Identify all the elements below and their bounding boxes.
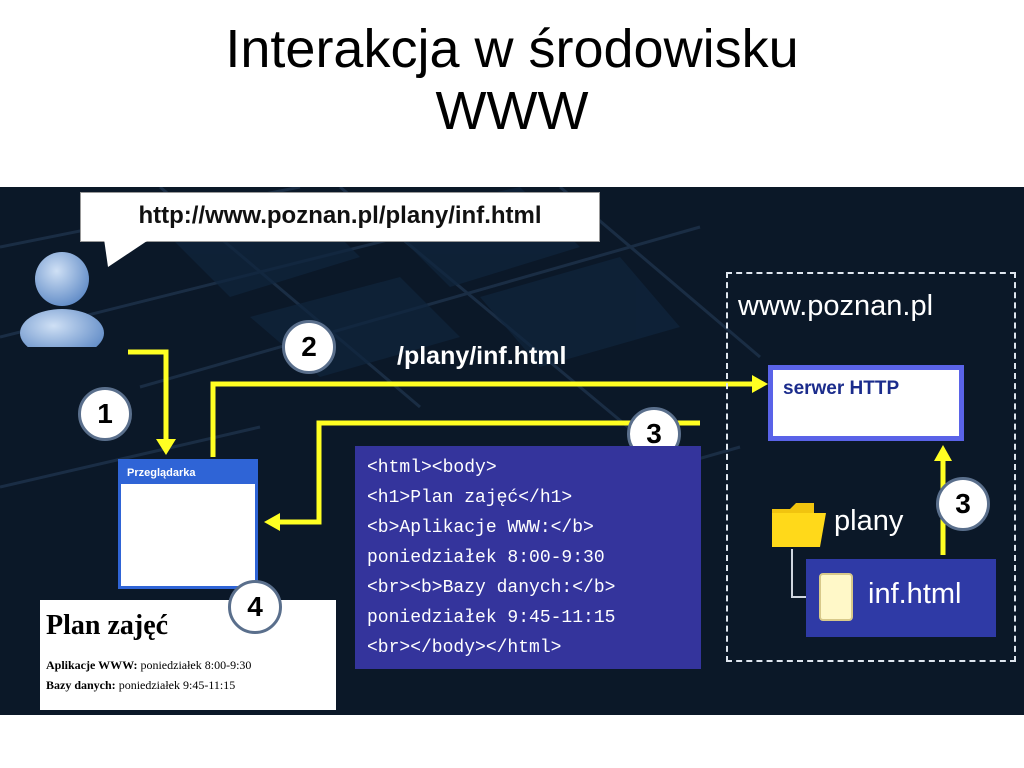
file-icon — [819, 573, 853, 621]
server-domain: www.poznan.pl — [738, 290, 934, 322]
browser-title: Przeglądarka — [121, 462, 255, 484]
url-speech-bubble: http://www.poznan.pl/plany/inf.html — [80, 192, 600, 242]
step-badge-1: 1 — [78, 387, 132, 441]
www-interaction-diagram: http://www.poznan.pl/plany/inf.html 1 2 … — [0, 187, 1024, 715]
arrow-user-to-browser — [128, 349, 169, 440]
code-line: <br><b>Bazy danych:</b> — [367, 578, 616, 598]
code-line: <h1>Plan zajęć</h1> — [367, 488, 573, 508]
server-boundary — [726, 272, 1016, 662]
code-line: <b>Aplikacje WWW:</b> — [367, 518, 594, 538]
arrow-request-to-server — [210, 381, 754, 457]
folder-label: plany — [834, 505, 904, 537]
rendered-page-title: Plan zajęć — [46, 610, 169, 641]
arrowhead-left — [264, 513, 280, 531]
rendered-line-2-text: poniedziałek 9:45-11:15 — [115, 678, 236, 692]
tree-connector — [791, 549, 806, 598]
folder-icon — [772, 503, 826, 547]
html-source-code: <html><body> <h1>Plan zajęć</h1> <b>Apli… — [355, 446, 701, 669]
rendered-line-1: Aplikacje WWW: poniedziałek 8:00-9:30 — [46, 658, 251, 673]
http-server-label: serwer HTTP — [783, 378, 900, 399]
file-item: inf.html — [806, 559, 996, 637]
code-line: <br></body></html> — [367, 638, 562, 658]
bubble-pointer — [104, 239, 150, 267]
file-label: inf.html — [868, 578, 962, 610]
rendered-line-2-bold: Bazy danych: — [46, 678, 116, 692]
slide-title: Interakcja w środowisku WWW — [0, 18, 1024, 142]
arrow-response-to-browser — [278, 420, 700, 525]
flow-arrows — [128, 349, 952, 555]
code-line: poniedziałek 8:00-9:30 — [367, 548, 605, 568]
rendered-line-1-text: poniedziałek 8:00-9:30 — [137, 658, 252, 672]
code-line: <html><body> — [367, 458, 497, 478]
step-badge-2: 2 — [282, 320, 336, 374]
arrowhead-down — [156, 439, 176, 455]
browser-window: Przeglądarka — [118, 459, 258, 589]
request-path-label: /plany/inf.html — [397, 342, 567, 370]
slide-title-line-1: Interakcja w środowisku — [225, 19, 799, 79]
arrowhead-right — [752, 375, 768, 393]
rendered-page: Plan zajęć Aplikacje WWW: poniedziałek 8… — [40, 600, 336, 710]
http-server-box: serwer HTTP — [768, 365, 964, 441]
slide-title-line-2: WWW — [435, 81, 589, 141]
step-badge-4: 4 — [228, 580, 282, 634]
rendered-line-2: Bazy danych: poniedziałek 9:45-11:15 — [46, 678, 235, 693]
step-badge-3-file: 3 — [936, 477, 990, 531]
rendered-line-1-bold: Aplikacje WWW: — [46, 658, 138, 672]
arrowhead-up — [934, 445, 952, 461]
user-icon — [20, 252, 104, 347]
code-line: poniedziałek 9:45-11:15 — [367, 608, 616, 628]
